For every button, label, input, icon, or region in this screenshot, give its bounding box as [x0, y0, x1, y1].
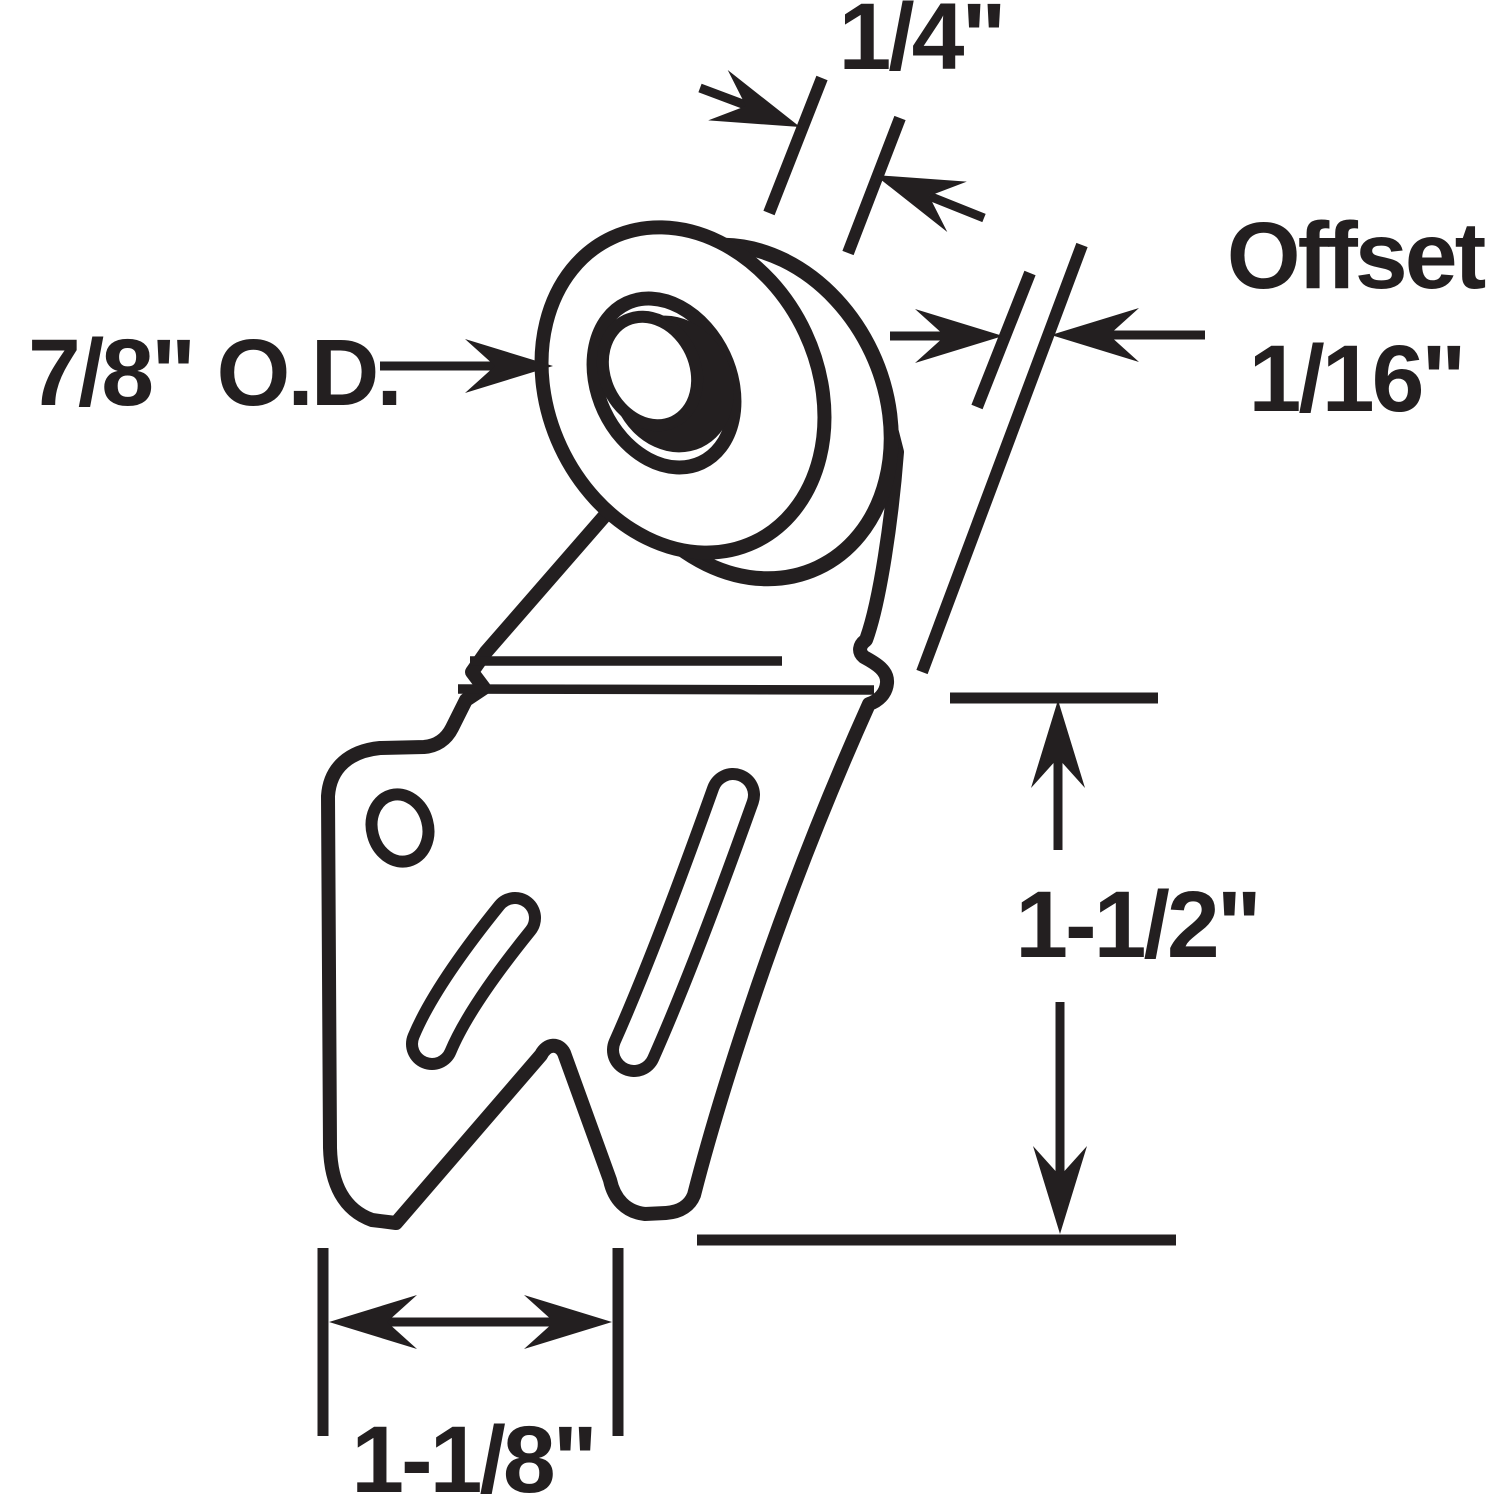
od-label: 7/8" O.D.: [28, 320, 400, 426]
shaft-width-label: 1/4": [838, 0, 1003, 90]
wheel-hub: [596, 310, 704, 432]
dimension-base-width: 1-1/8": [317, 1248, 624, 1500]
adjustment-slot-right: [607, 768, 760, 1077]
dimension-shaft-width: 1/4": [698, 0, 1007, 256]
mounting-hole: [365, 788, 435, 868]
shaft-width-arrow-1-shaft: [698, 83, 750, 111]
bend-line-lower: [457, 684, 875, 695]
shaft-width-arrow-2-shaft: [927, 191, 986, 223]
shaft-edge-tick-2: [842, 115, 906, 256]
dimension-offset: Offset 1/16": [890, 203, 1489, 675]
height-label: 1-1/2": [1015, 872, 1259, 978]
dimension-bracket-height: 1-1/2": [697, 692, 1262, 1246]
base-width-label: 1-1/8": [351, 1407, 595, 1500]
adjustment-slot-left: [406, 892, 541, 1070]
dimension-outer-diameter: 7/8" O.D.: [28, 320, 553, 426]
roller-wheel: [534, 220, 899, 587]
offset-tick-short: [971, 270, 1036, 410]
offset-centerline-long: [916, 242, 1088, 675]
shaft-edge-tick-1: [763, 75, 828, 216]
offset-value-label: 1/16": [1249, 326, 1464, 432]
offset-title-label: Offset: [1227, 203, 1486, 309]
